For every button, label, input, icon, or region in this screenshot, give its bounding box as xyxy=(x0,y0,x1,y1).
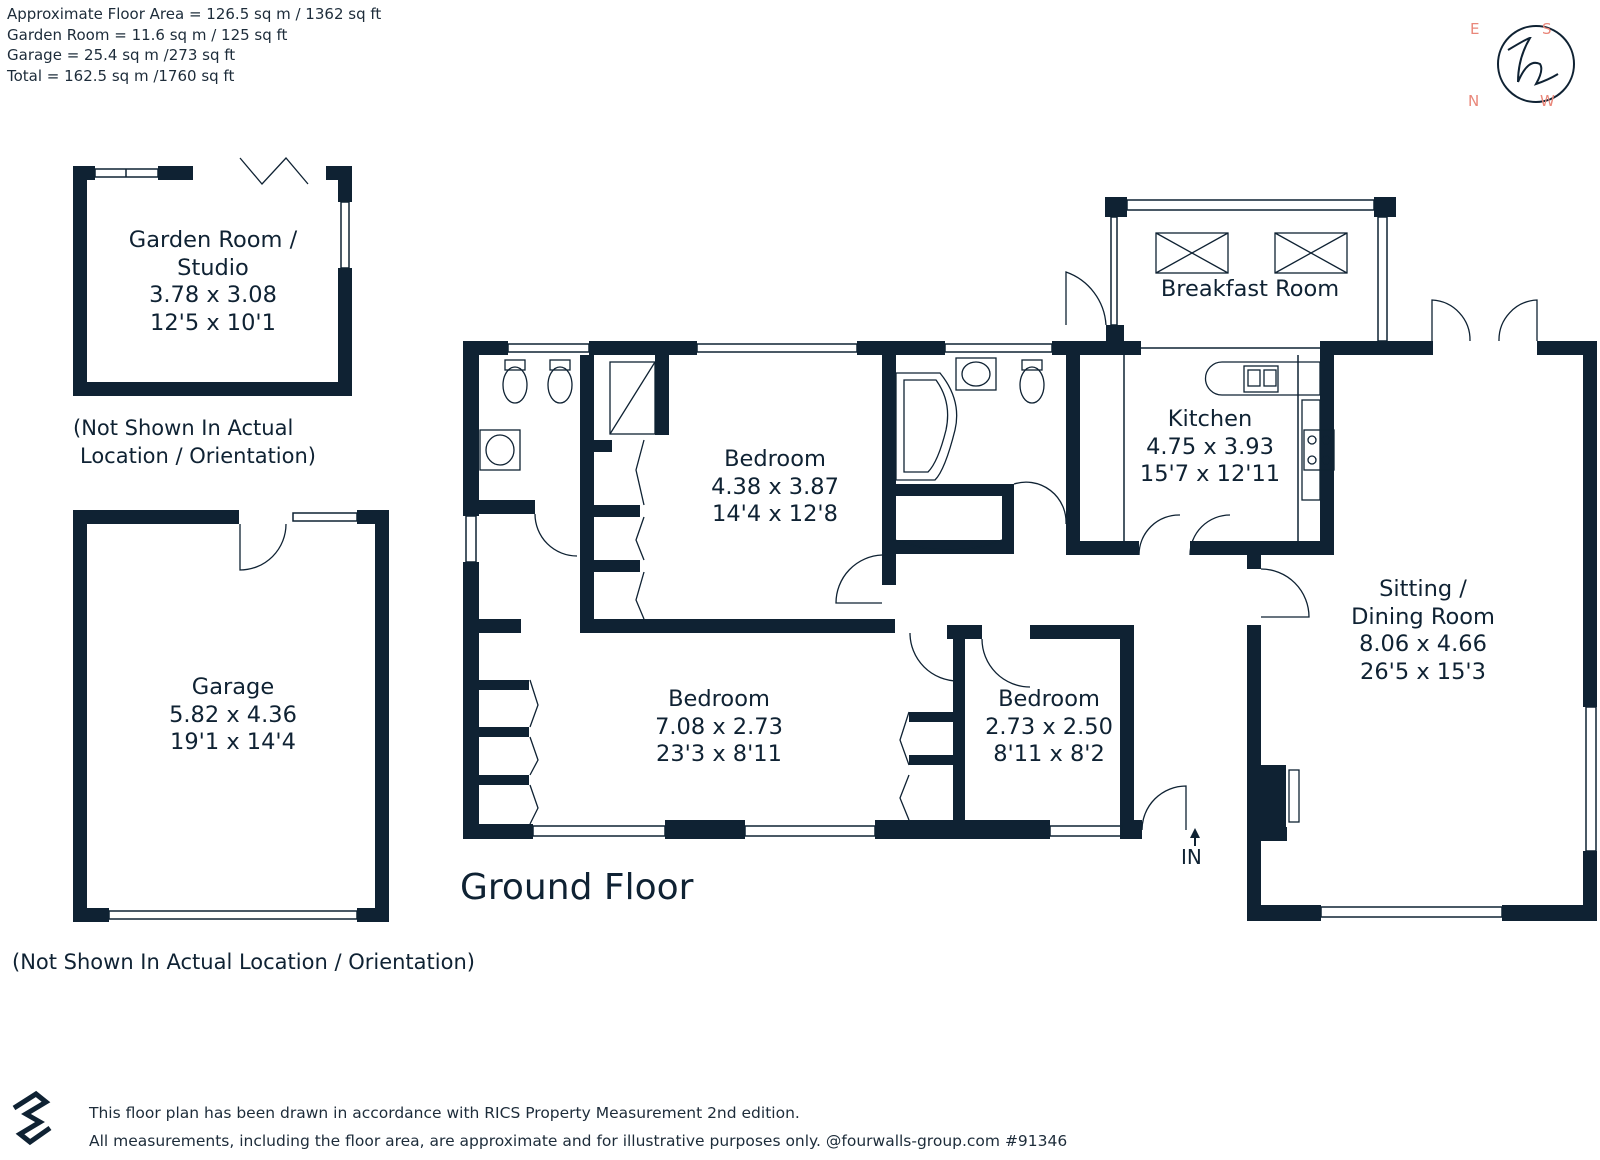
garden-room-note-line1: (Not Shown In Actual xyxy=(73,416,294,440)
room-label-garden-room: Garden Room / Studio 3.78 x 3.08 12'5 x … xyxy=(128,227,298,336)
room-label-bedroom-1: Bedroom 4.38 x 3.87 14'4 x 12'8 xyxy=(711,446,839,527)
area-line-floor: Approximate Floor Area = 126.5 sq m / 13… xyxy=(7,5,382,23)
garage-note: (Not Shown In Actual Location / Orientat… xyxy=(12,950,475,974)
fourwalls-logo-icon xyxy=(6,1088,56,1152)
room-label-kitchen: Kitchen 4.75 x 3.93 15'7 x 12'11 xyxy=(1139,406,1281,487)
fixtures xyxy=(479,357,1335,825)
entrance-label: IN xyxy=(1181,845,1202,869)
room-label-sitting-dining: Sitting / Dining Room 8.06 x 4.66 26'5 x… xyxy=(1351,576,1495,685)
room-label-bedroom-3: Bedroom 2.73 x 2.50 8'11 x 8'2 xyxy=(985,686,1113,767)
entrance-arrow-icon xyxy=(1190,828,1200,846)
shower-icon xyxy=(609,361,656,435)
skylight-icon xyxy=(1155,232,1348,274)
compass-west: W xyxy=(1540,92,1555,110)
area-line-garage: Garage = 25.4 sq m /273 sq ft xyxy=(7,46,236,64)
door-swings xyxy=(239,157,1538,831)
footer-rics-note: This floor plan has been drawn in accord… xyxy=(89,1104,800,1122)
walls xyxy=(73,166,1597,922)
room-label-breakfast-room: Breakfast Room xyxy=(1160,276,1340,302)
toilet-icon xyxy=(502,359,1045,404)
room-label-bedroom-2: Bedroom 7.08 x 2.73 23'3 x 8'11 xyxy=(655,686,783,767)
area-line-garden: Garden Room = 11.6 sq m / 125 sq ft xyxy=(7,25,288,44)
garden-room-note-line2: Location / Orientation) xyxy=(80,444,316,468)
footer-disclaimer: All measurements, including the floor ar… xyxy=(89,1132,1068,1150)
floor-title: Ground Floor xyxy=(460,867,694,908)
area-line-total: Total = 162.5 sq m /1760 sq ft xyxy=(7,66,235,85)
compass-logo-icon: E S N W xyxy=(1468,18,1588,114)
compass-north: N xyxy=(1468,92,1480,110)
room-label-garage: Garage 5.82 x 4.36 19'1 x 14'4 xyxy=(169,674,297,755)
area-summary: Approximate Floor Area = 126.5 sq m / 13… xyxy=(7,4,381,86)
compass-east: E xyxy=(1470,20,1480,38)
kitchen-counter xyxy=(1204,361,1321,501)
sink-icon xyxy=(479,357,997,471)
windows xyxy=(94,168,1597,920)
hob-icon xyxy=(1303,429,1335,471)
compass-south: S xyxy=(1542,20,1552,38)
bath-icon xyxy=(895,372,958,481)
